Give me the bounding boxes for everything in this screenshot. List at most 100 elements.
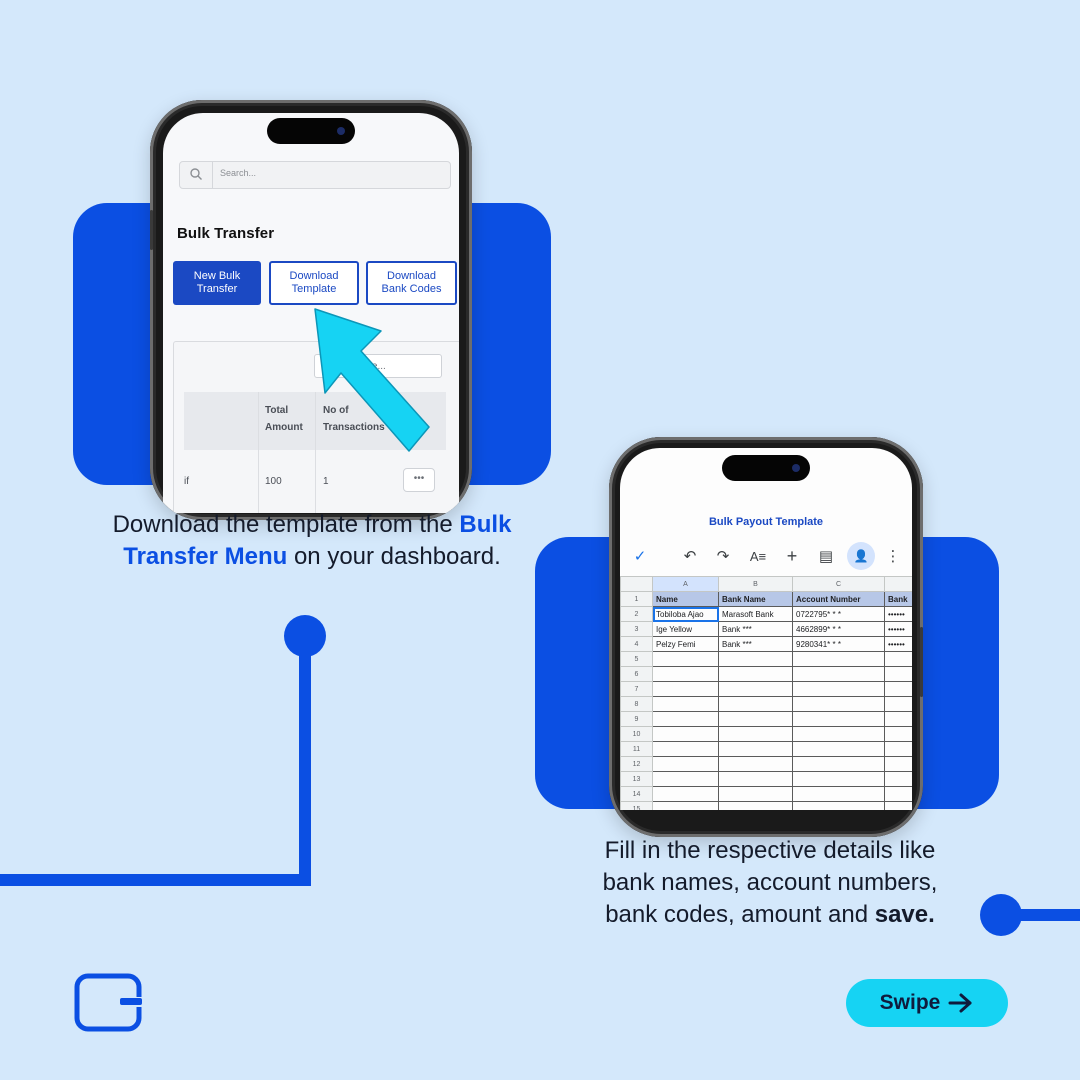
sheet-cell[interactable]: Bank *** xyxy=(718,621,793,637)
row-number[interactable]: 3 xyxy=(620,621,653,637)
sheet-cell[interactable] xyxy=(652,711,719,727)
sheet-cell[interactable] xyxy=(884,726,912,742)
text-format-icon[interactable]: A≡ xyxy=(749,548,767,564)
sheet-cell[interactable] xyxy=(718,681,793,697)
sheet-cell[interactable] xyxy=(652,756,719,772)
sheet-cell[interactable] xyxy=(718,711,793,727)
comment-icon[interactable]: ▤ xyxy=(818,548,834,565)
table-row: 14 xyxy=(620,786,912,802)
row-number[interactable]: 5 xyxy=(620,651,653,667)
sheet-cell[interactable] xyxy=(792,696,885,712)
sheet-cell[interactable] xyxy=(884,771,912,787)
column-letter[interactable]: C xyxy=(792,576,885,592)
page-title: Bulk Transfer xyxy=(177,225,275,242)
sheet-cell[interactable] xyxy=(652,681,719,697)
sheet-cell[interactable] xyxy=(652,666,719,682)
new-bulk-transfer-button[interactable]: New Bulk Transfer xyxy=(173,261,261,305)
sheet-cell[interactable] xyxy=(718,696,793,712)
sheet-cell[interactable] xyxy=(792,711,885,727)
sheet-cell[interactable] xyxy=(884,801,912,810)
sheet-cell[interactable] xyxy=(792,651,885,667)
sheet-cell[interactable] xyxy=(718,756,793,772)
undo-icon[interactable]: ↶ xyxy=(683,548,697,565)
sheet-cell[interactable]: •••••• xyxy=(884,606,912,622)
sheet-cell[interactable] xyxy=(792,771,885,787)
sheet-cell[interactable] xyxy=(652,726,719,742)
sheet-cell[interactable] xyxy=(792,786,885,802)
column-letter[interactable]: A xyxy=(652,576,719,592)
header-cell[interactable]: Name xyxy=(652,591,719,607)
row-number[interactable]: 4 xyxy=(620,636,653,652)
column-divider xyxy=(258,392,259,513)
sheet-cell[interactable] xyxy=(718,741,793,757)
sheet-cell[interactable] xyxy=(718,801,793,810)
corner-cell[interactable] xyxy=(620,576,653,592)
search-input[interactable]: Search... xyxy=(220,168,257,178)
column-letter[interactable] xyxy=(884,576,912,592)
row-number[interactable]: 12 xyxy=(620,756,653,772)
sheet-cell[interactable] xyxy=(652,786,719,802)
row-number[interactable]: 13 xyxy=(620,771,653,787)
column-letter[interactable]: B xyxy=(718,576,793,592)
sheet-cell[interactable]: 0722795* * * xyxy=(792,606,885,622)
sheet-cell[interactable] xyxy=(652,696,719,712)
sheet-cell[interactable] xyxy=(792,666,885,682)
redo-icon[interactable]: ↷ xyxy=(716,548,730,565)
row-number[interactable]: 2 xyxy=(620,606,653,622)
sheet-cell[interactable] xyxy=(718,771,793,787)
sheet-cell[interactable] xyxy=(652,651,719,667)
row-number[interactable]: 14 xyxy=(620,786,653,802)
sheet-cell[interactable] xyxy=(884,696,912,712)
sheet-cell[interactable] xyxy=(792,726,885,742)
sheet-cell[interactable] xyxy=(718,726,793,742)
sheet-cell[interactable] xyxy=(718,666,793,682)
row-number[interactable]: 7 xyxy=(620,681,653,697)
sheet-cell[interactable] xyxy=(792,741,885,757)
header-cell[interactable]: Account Number xyxy=(792,591,885,607)
sheet-cell[interactable]: Ige Yellow xyxy=(652,621,719,637)
column-header-total-amount: Total Amount xyxy=(265,405,303,433)
sheet-cell[interactable] xyxy=(884,666,912,682)
row-number[interactable]: 15 xyxy=(620,801,653,810)
row-actions-button[interactable]: ••• xyxy=(403,468,435,492)
sheet-cell[interactable] xyxy=(718,786,793,802)
share-icon[interactable]: 👤 xyxy=(847,542,875,570)
sheet-cell[interactable]: •••••• xyxy=(884,621,912,637)
sheet-cell[interactable] xyxy=(884,756,912,772)
header-cell[interactable]: Bank xyxy=(884,591,912,607)
row-number[interactable]: 10 xyxy=(620,726,653,742)
sheet-cell[interactable]: Tobiloba Ajao xyxy=(652,606,719,622)
sheet-cell[interactable] xyxy=(652,771,719,787)
sheet-cell[interactable]: 9280341* * * xyxy=(792,636,885,652)
insert-icon[interactable]: + xyxy=(786,545,798,566)
row-number[interactable]: 9 xyxy=(620,711,653,727)
sheet-cell[interactable] xyxy=(792,801,885,810)
download-template-button[interactable]: Download Template xyxy=(269,261,359,305)
more-vert-icon[interactable]: ⋮ xyxy=(885,548,901,565)
sheet-cell[interactable] xyxy=(884,711,912,727)
sheet-cell[interactable] xyxy=(652,741,719,757)
sheet-cell[interactable]: Marasoft Bank xyxy=(718,606,793,622)
row-number[interactable]: 11 xyxy=(620,741,653,757)
header-cell[interactable]: Bank Name xyxy=(718,591,793,607)
check-icon[interactable]: ✓ xyxy=(633,548,647,565)
sheet-cell[interactable] xyxy=(652,801,719,810)
sheet-cell[interactable] xyxy=(884,741,912,757)
sheet-cell[interactable] xyxy=(884,786,912,802)
sheet-cell[interactable] xyxy=(792,756,885,772)
row-number[interactable]: 8 xyxy=(620,696,653,712)
front-camera xyxy=(337,127,345,135)
sheet-cell[interactable] xyxy=(718,651,793,667)
sheet-cell[interactable] xyxy=(884,651,912,667)
sheet-cell[interactable] xyxy=(792,681,885,697)
sheet-cell[interactable] xyxy=(884,681,912,697)
sheet-cell[interactable]: Bank *** xyxy=(718,636,793,652)
sheet-cell[interactable]: 4662899* * * xyxy=(792,621,885,637)
row-number[interactable]: 6 xyxy=(620,666,653,682)
sheet-cell[interactable]: •••••• xyxy=(884,636,912,652)
dashboard-search[interactable]: Search... xyxy=(179,161,451,189)
swipe-button[interactable]: Swipe xyxy=(846,979,1008,1027)
download-bank-codes-button[interactable]: Download Bank Codes xyxy=(366,261,457,305)
sheet-cell[interactable]: Pelzy Femi xyxy=(652,636,719,652)
row-number[interactable]: 1 xyxy=(620,591,653,607)
